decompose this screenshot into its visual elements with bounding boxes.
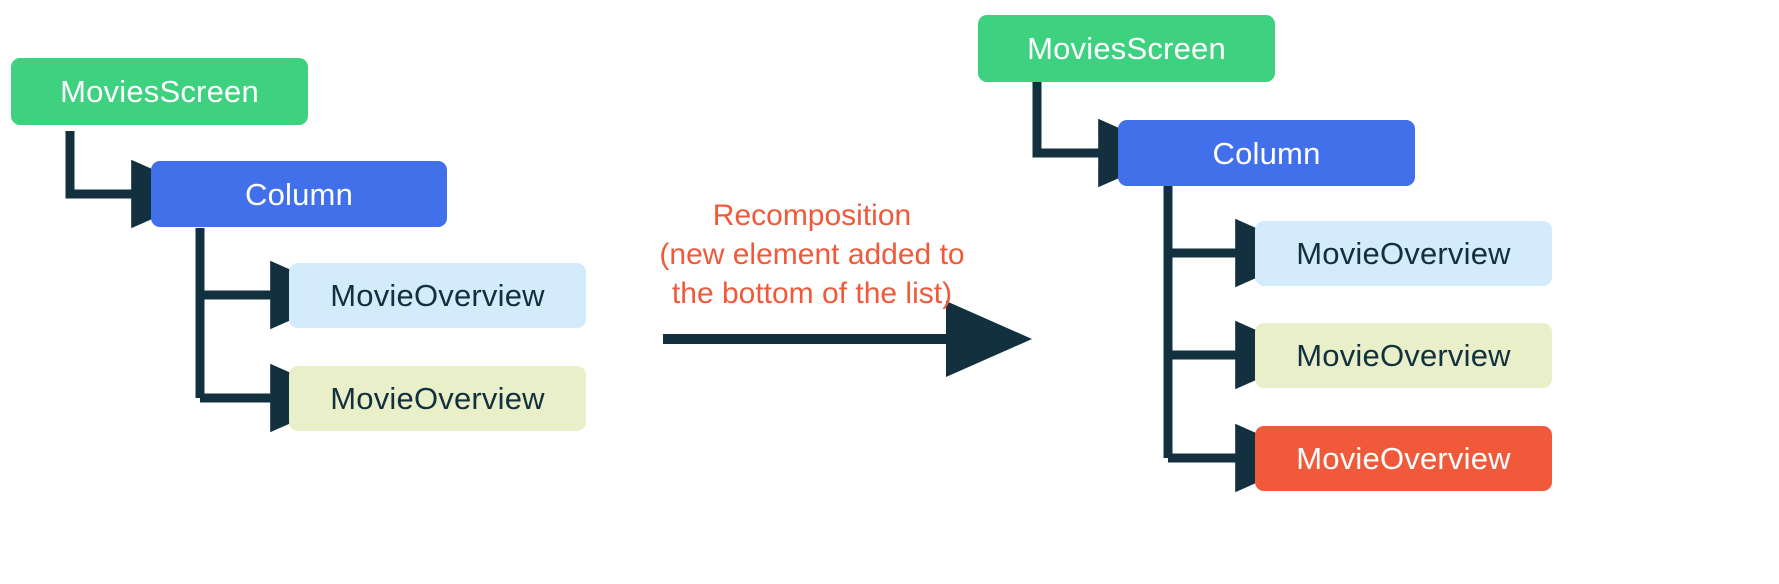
left-node-movies-screen[interactable]: MoviesScreen: [11, 58, 308, 125]
right-node-movies-screen[interactable]: MoviesScreen: [978, 15, 1275, 82]
left-node-movies-screen-label: MoviesScreen: [60, 74, 259, 109]
right-node-column-label: Column: [1212, 135, 1321, 171]
left-edge-column-to-children: [195, 228, 348, 433]
right-node-movie-overview-2-label: MovieOverview: [1296, 338, 1511, 373]
left-node-movie-overview-2-label: MovieOverview: [330, 381, 545, 416]
left-node-movie-overview-1[interactable]: MovieOverview: [289, 263, 586, 328]
left-node-column[interactable]: Column: [151, 161, 447, 227]
left-node-movie-overview-2[interactable]: MovieOverview: [289, 366, 586, 431]
right-node-movie-overview-3-new[interactable]: MovieOverview: [1255, 426, 1552, 491]
right-node-movies-screen-label: MoviesScreen: [1027, 31, 1226, 66]
right-node-movie-overview-1-label: MovieOverview: [1296, 236, 1511, 271]
left-edge-screen-to-column: [65, 131, 209, 229]
right-node-movie-overview-2[interactable]: MovieOverview: [1255, 323, 1552, 388]
left-node-movie-overview-1-label: MovieOverview: [330, 278, 545, 313]
right-edge-screen-to-column: [1032, 82, 1176, 188]
left-node-column-label: Column: [244, 176, 354, 212]
right-edge-column-to-children: [1163, 186, 1313, 493]
recomposition-caption: Recomposition (new element added to the …: [659, 199, 965, 310]
right-node-movie-overview-3-new-label: MovieOverview: [1296, 441, 1511, 476]
right-node-movie-overview-1[interactable]: MovieOverview: [1255, 221, 1552, 286]
right-node-column[interactable]: Column: [1118, 120, 1415, 186]
